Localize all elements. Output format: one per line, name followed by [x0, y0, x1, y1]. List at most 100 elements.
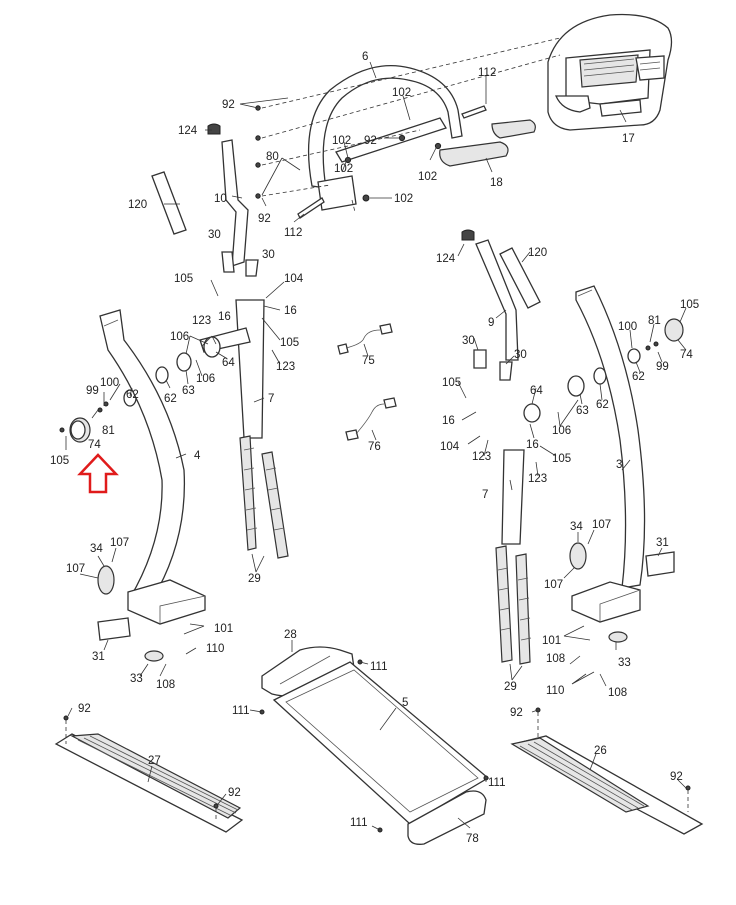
label-123: 123	[276, 361, 295, 373]
post-7-left	[235, 299, 265, 439]
label-62: 62	[126, 389, 139, 401]
label-108: 108	[608, 687, 627, 699]
label-111: 111	[350, 817, 367, 829]
deck-screws	[63, 659, 691, 833]
label-112: 112	[478, 67, 496, 79]
label-18: 18	[490, 177, 503, 189]
label-62: 62	[164, 393, 177, 405]
label-92: 92	[222, 99, 235, 111]
label-102: 102	[334, 163, 353, 175]
label-31: 31	[656, 537, 669, 549]
label-102: 102	[332, 135, 351, 147]
label-92: 92	[364, 135, 377, 147]
pivot-parts-right	[523, 318, 684, 423]
label-16: 16	[218, 311, 231, 323]
label-104: 104	[440, 441, 460, 453]
label-105: 105	[442, 377, 461, 389]
label-101: 101	[214, 623, 233, 635]
label-33: 33	[130, 673, 143, 685]
label-4: 4	[194, 450, 201, 462]
label-107: 107	[592, 519, 611, 531]
label-104: 104	[284, 273, 304, 285]
label-27: 27	[148, 755, 161, 767]
label-105: 105	[552, 453, 571, 465]
label-16: 16	[526, 439, 539, 451]
handlebar-6	[307, 65, 463, 211]
label-123: 123	[528, 473, 547, 485]
upright-3	[575, 285, 646, 589]
label-29: 29	[248, 573, 261, 585]
label-5: 5	[402, 697, 408, 709]
label-108: 108	[546, 653, 565, 665]
label-107: 107	[66, 563, 85, 575]
slats-29-right	[495, 545, 532, 665]
label-108: 108	[156, 679, 175, 691]
label-62: 62	[632, 371, 645, 383]
label-99: 99	[86, 385, 99, 397]
label-100: 100	[618, 321, 637, 333]
pivot-parts-left	[59, 327, 251, 443]
label-110: 110	[206, 643, 224, 655]
label-26: 26	[594, 745, 607, 757]
label-92: 92	[78, 703, 91, 715]
label-75: 75	[362, 355, 375, 367]
label-28: 28	[284, 629, 297, 641]
label-30: 30	[514, 349, 527, 361]
grip-120-left	[151, 171, 187, 235]
label-111: 111	[370, 661, 387, 673]
rear-cap-78	[407, 790, 487, 845]
label-105: 105	[50, 455, 69, 467]
label-105: 105	[680, 299, 699, 311]
label-63: 63	[576, 405, 589, 417]
label-9: 9	[488, 317, 494, 329]
label-16: 16	[442, 415, 455, 427]
label-10: 10	[214, 193, 227, 205]
label-6: 6	[362, 51, 368, 63]
label-92: 92	[510, 707, 523, 719]
base-bracket-right	[569, 542, 675, 643]
label-106: 106	[170, 331, 189, 343]
label-107: 107	[110, 537, 129, 549]
label-7: 7	[268, 393, 274, 405]
wire-76	[345, 397, 397, 441]
post-7-right	[501, 449, 525, 545]
label-7: 7	[482, 489, 488, 501]
label-63: 63	[182, 385, 195, 397]
upright-10	[221, 139, 249, 267]
label-105: 105	[280, 337, 299, 349]
label-81: 81	[648, 315, 661, 327]
label-92: 92	[258, 213, 271, 225]
label-112: 112	[284, 227, 302, 239]
highlight-arrow-icon	[77, 453, 119, 494]
label-33: 33	[618, 657, 631, 669]
label-3: 3	[616, 459, 622, 471]
label-120: 120	[528, 247, 547, 259]
label-62: 62	[596, 399, 609, 411]
label-74: 74	[88, 439, 101, 451]
handlebar-grips-18	[439, 119, 536, 167]
label-100: 100	[100, 377, 119, 389]
label-102: 102	[418, 171, 437, 183]
label-81: 81	[102, 425, 115, 437]
label-64: 64	[222, 357, 235, 369]
label-106: 106	[552, 425, 571, 437]
wire-75	[337, 323, 393, 355]
brackets-30-left	[221, 251, 259, 277]
label-92: 92	[228, 787, 241, 799]
label-107: 107	[544, 579, 563, 591]
label-31: 31	[92, 651, 105, 663]
label-16: 16	[284, 305, 297, 317]
label-17: 17	[622, 133, 635, 145]
label-101: 101	[542, 635, 561, 647]
label-102-right: 102	[394, 193, 413, 205]
label-30: 30	[262, 249, 275, 261]
label-30: 30	[208, 229, 221, 241]
part-labels: 6 112 92 102 124 102 92 17 80 102 102 18…	[50, 51, 699, 845]
label-123: 123	[472, 451, 491, 463]
label-78: 78	[466, 833, 479, 845]
label-74: 74	[680, 349, 693, 361]
label-29: 29	[504, 681, 517, 693]
label-124: 124	[178, 125, 198, 137]
label-102: 102	[392, 87, 411, 99]
label-80: 80	[266, 151, 279, 163]
